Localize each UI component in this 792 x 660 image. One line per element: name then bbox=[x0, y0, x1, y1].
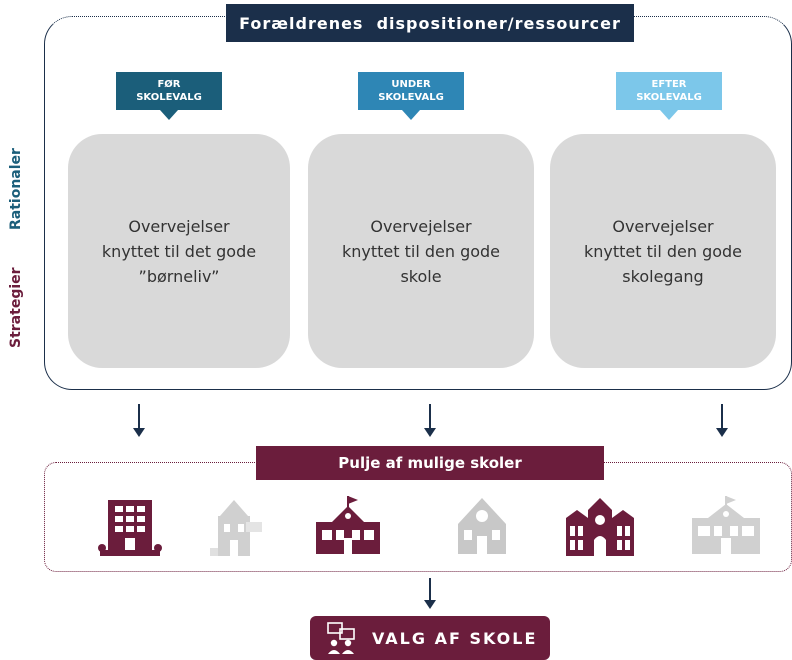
phase-tag-foer-label: FØR SKOLEVALG bbox=[136, 79, 202, 103]
small-chapel-school-icon bbox=[210, 500, 262, 556]
school-pool-title: Pulje af mulige skoler bbox=[256, 446, 604, 480]
clocktower-school-icon bbox=[566, 498, 634, 556]
clock-school-icon bbox=[458, 498, 506, 554]
school-choice-box: VALG AF SKOLE bbox=[310, 616, 550, 660]
arrow-shaft-left bbox=[138, 404, 140, 428]
phase-tag-under: UNDER SKOLEVALG bbox=[358, 72, 464, 120]
arrow-head-result bbox=[424, 600, 436, 609]
arrow-head-right bbox=[716, 428, 728, 437]
arrow-shaft-result bbox=[429, 578, 431, 600]
arrow-shaft-right bbox=[721, 404, 723, 428]
phase-tag-efter-label: EFTER SKOLEVALG bbox=[636, 79, 702, 103]
phase-tag-efter: EFTER SKOLEVALG bbox=[616, 72, 722, 120]
side-label-strategier: Strategier bbox=[8, 267, 24, 348]
side-label-rationaler: Rationaler bbox=[8, 148, 24, 230]
phase-tag-under-label: UNDER SKOLEVALG bbox=[378, 79, 444, 103]
arrow-head-middle bbox=[424, 428, 436, 437]
card-boerneliv: Overvejelser knyttet til det gode ”børne… bbox=[68, 134, 290, 368]
dispositions-title: Forældrenes dispositioner/ressourcer bbox=[226, 4, 634, 42]
wide-flag-school-icon bbox=[692, 496, 760, 554]
school-choice-label: VALG AF SKOLE bbox=[372, 628, 538, 648]
arrow-head-left bbox=[133, 428, 145, 437]
flag-school-icon bbox=[316, 496, 380, 554]
phase-tag-foer: FØR SKOLEVALG bbox=[116, 72, 222, 120]
card-skolegang: Overvejelser knyttet til den gode skoleg… bbox=[550, 134, 776, 368]
arrow-shaft-middle bbox=[429, 404, 431, 428]
people-discussion-icon bbox=[327, 622, 355, 654]
apartment-school-icon bbox=[98, 500, 162, 556]
card-skole: Overvejelser knyttet til den gode skole bbox=[308, 134, 534, 368]
